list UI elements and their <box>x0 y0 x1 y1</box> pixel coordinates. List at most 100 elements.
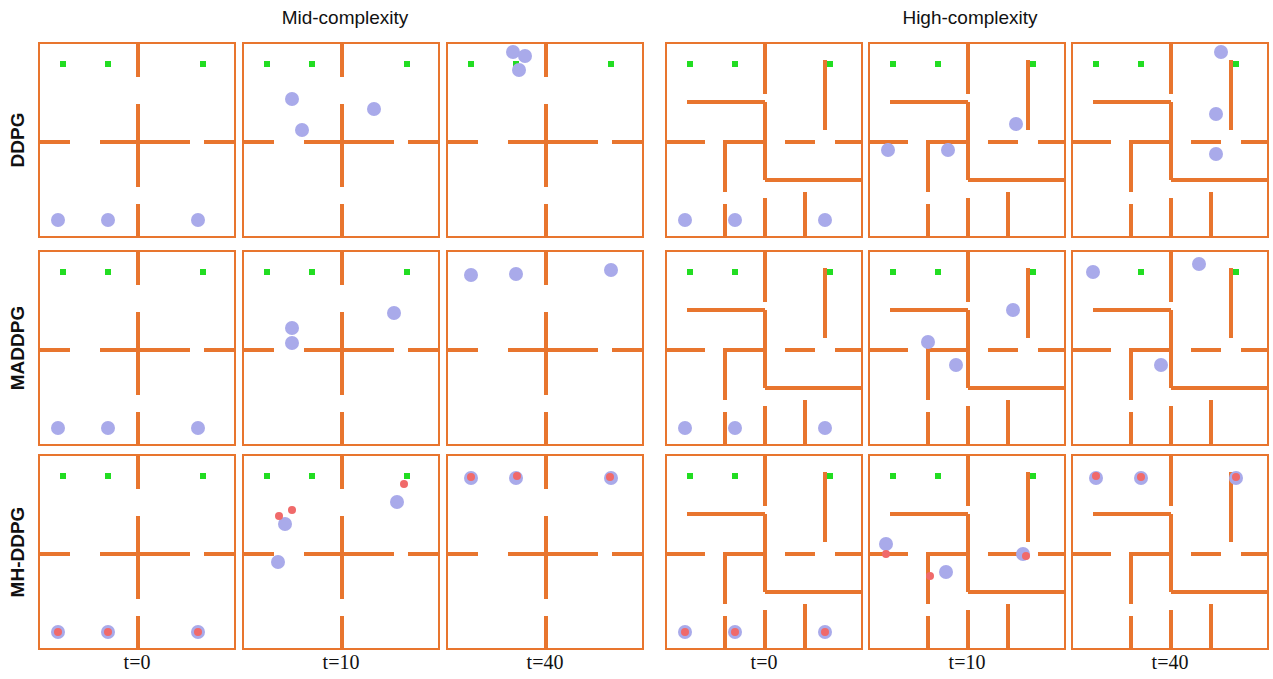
maze-wall <box>100 348 190 352</box>
maze-wall <box>966 454 970 506</box>
agent-dot <box>1016 547 1030 561</box>
goal-marker <box>935 61 941 67</box>
agent-dot <box>1192 257 1206 271</box>
maze-wall <box>1169 198 1173 238</box>
maze-wall <box>723 348 763 352</box>
maze-wall <box>1169 102 1173 180</box>
maze-panel <box>38 454 236 650</box>
maze-wall <box>242 140 274 144</box>
maze-panel <box>446 42 644 238</box>
maze-wall <box>1169 310 1173 388</box>
panel-frame <box>666 455 862 649</box>
maze-wall <box>890 100 968 104</box>
agent-dot <box>949 358 963 372</box>
panel-frame <box>666 251 862 445</box>
maze-wall <box>763 102 767 180</box>
maze-wall <box>1241 552 1269 556</box>
target-dot <box>1092 472 1100 480</box>
maze-wall <box>242 552 274 556</box>
panel-frame <box>1072 251 1268 445</box>
goal-marker <box>890 269 896 275</box>
maze-wall <box>763 610 767 650</box>
agent-dot <box>101 213 115 227</box>
agent-dot <box>604 263 618 277</box>
maze-wall <box>723 204 727 238</box>
goal-marker <box>1030 473 1036 479</box>
maze-wall <box>38 348 70 352</box>
maze-wall <box>100 140 190 144</box>
goal-marker <box>687 269 693 275</box>
goal-marker <box>200 61 206 67</box>
maze-wall <box>687 512 765 516</box>
maze-wall <box>1038 552 1066 556</box>
goal-marker <box>935 473 941 479</box>
maze-wall <box>803 192 807 238</box>
goal-marker <box>468 61 474 67</box>
target-dot <box>681 628 689 636</box>
maze-panel <box>1071 42 1269 238</box>
agent-dot <box>1089 471 1103 485</box>
maze-wall <box>340 250 344 285</box>
panel-frame <box>447 43 643 237</box>
goal-marker <box>1093 473 1099 479</box>
agent-dot <box>939 565 953 579</box>
agent-dot <box>509 471 523 485</box>
panel-frame <box>1072 43 1268 237</box>
maze-wall <box>136 42 140 77</box>
panel-frame <box>39 251 235 445</box>
maze-wall <box>1071 140 1111 144</box>
agent-dot <box>1209 107 1223 121</box>
agent-dot <box>678 421 692 435</box>
maze-wall <box>1169 250 1173 302</box>
maze-wall <box>1191 140 1221 144</box>
maze-wall <box>544 312 548 395</box>
agent-dot <box>191 625 205 639</box>
maze-wall <box>968 590 1066 594</box>
goal-marker <box>732 61 738 67</box>
maze-wall <box>304 348 394 352</box>
maze-wall <box>665 348 705 352</box>
goal-marker <box>309 61 315 67</box>
maze-wall <box>966 406 970 446</box>
maze-wall <box>723 140 763 144</box>
agent-dot <box>1134 471 1148 485</box>
maze-wall <box>723 142 727 192</box>
group-heading: High-complexity <box>902 7 1037 29</box>
panel-frame <box>447 251 643 445</box>
goal-marker <box>608 61 614 67</box>
maze-wall <box>340 204 344 238</box>
maze-wall <box>803 604 807 650</box>
maze-wall <box>136 312 140 395</box>
maze-wall <box>544 104 548 187</box>
agent-dot <box>728 421 742 435</box>
maze-wall <box>544 516 548 599</box>
maze-wall <box>665 552 705 556</box>
maze-wall <box>544 42 548 77</box>
time-label: t=0 <box>124 651 151 674</box>
maze-wall <box>868 348 908 352</box>
maze-wall <box>204 140 236 144</box>
time-label: t=40 <box>527 651 564 674</box>
maze-wall <box>340 104 344 187</box>
maze-wall <box>1241 140 1269 144</box>
goal-marker <box>827 269 833 275</box>
maze-wall <box>1129 140 1169 144</box>
maze-panel <box>665 42 863 238</box>
goal-marker <box>1138 269 1144 275</box>
goal-marker <box>687 61 693 67</box>
maze-wall <box>1129 350 1133 400</box>
maze-wall <box>835 348 863 352</box>
maze-wall <box>1026 60 1030 130</box>
goal-marker <box>404 269 410 275</box>
goal-marker <box>105 61 111 67</box>
goal-marker <box>264 61 270 67</box>
maze-panel <box>38 250 236 446</box>
maze-wall <box>966 514 970 592</box>
maze-wall <box>408 348 440 352</box>
maze-wall <box>723 552 763 556</box>
panel-frame <box>1072 455 1268 649</box>
maze-wall <box>763 454 767 506</box>
maze-wall <box>340 616 344 650</box>
goal-marker <box>732 269 738 275</box>
agent-dot <box>1214 45 1228 59</box>
